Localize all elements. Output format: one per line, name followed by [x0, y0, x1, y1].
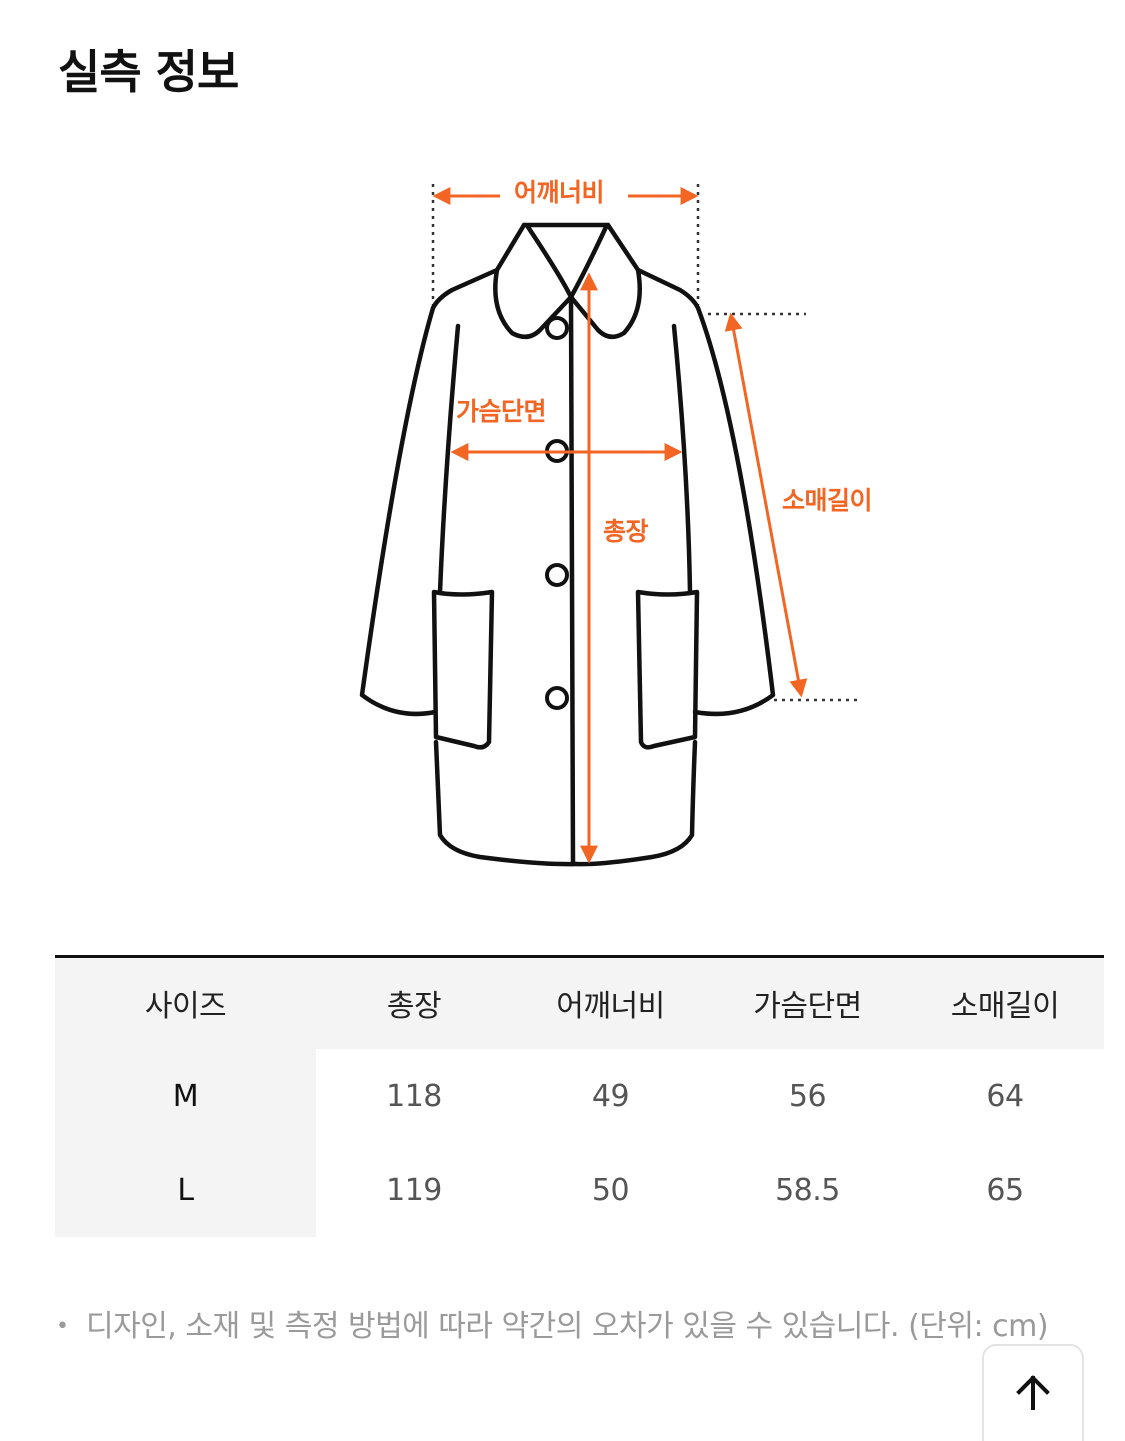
chest-width-cell: 56 [788, 1079, 827, 1114]
header-shoulder-width: 어깨너비 [556, 989, 665, 1025]
scroll-to-top-button[interactable] [982, 1344, 1084, 1441]
header-size: 사이즈 [144, 989, 227, 1025]
sleeve-length-label: 소매길이 [782, 486, 873, 515]
header-chest-width: 가슴단면 [753, 989, 862, 1025]
shoulder-width-cell: 49 [591, 1079, 630, 1114]
size-cell: L [55, 1144, 316, 1237]
bullet-icon: • [56, 1314, 69, 1339]
note-text: 디자인, 소재 및 측정 방법에 따라 약간의 오차가 있을 수 있습니다. (… [86, 1309, 1049, 1344]
shoulder-width-label: 어깨너비 [514, 178, 605, 207]
coat-illustration [359, 184, 862, 867]
size-cell: M [55, 1048, 316, 1145]
chest-width-label: 가슴단면 [456, 397, 547, 426]
sleeve-length-cell: 65 [986, 1173, 1024, 1208]
table-row: M 118 49 56 64 [55, 1048, 1104, 1145]
measurement-note: • 디자인, 소재 및 측정 방법에 따라 약간의 오차가 있을 수 있습니다.… [56, 1302, 1066, 1352]
page-title: 실측 정보 [58, 45, 239, 99]
arrow-up-icon [1016, 1375, 1050, 1410]
sleeve-length-cell: 64 [986, 1079, 1024, 1114]
header-total-length: 총장 [386, 989, 442, 1025]
header-sleeve-length: 소매길이 [950, 989, 1060, 1025]
total-length-label: 총장 [603, 517, 649, 546]
coat-measurement-diagram: 어깨너비 가슴단면 총장 소매길이 [359, 178, 873, 867]
size-table: 사이즈 총장 어깨너비 가슴단면 소매길이 M 118 49 56 64 L 1… [55, 955, 1104, 1237]
table-header-row: 사이즈 총장 어깨너비 가슴단면 소매길이 [55, 956, 1104, 1049]
total-length-cell: 119 [386, 1173, 442, 1208]
chest-width-cell: 58.5 [775, 1173, 840, 1208]
shoulder-width-cell: 50 [591, 1173, 630, 1208]
total-length-cell: 118 [386, 1079, 442, 1114]
table-row: L 119 50 58.5 65 [55, 1144, 1104, 1237]
